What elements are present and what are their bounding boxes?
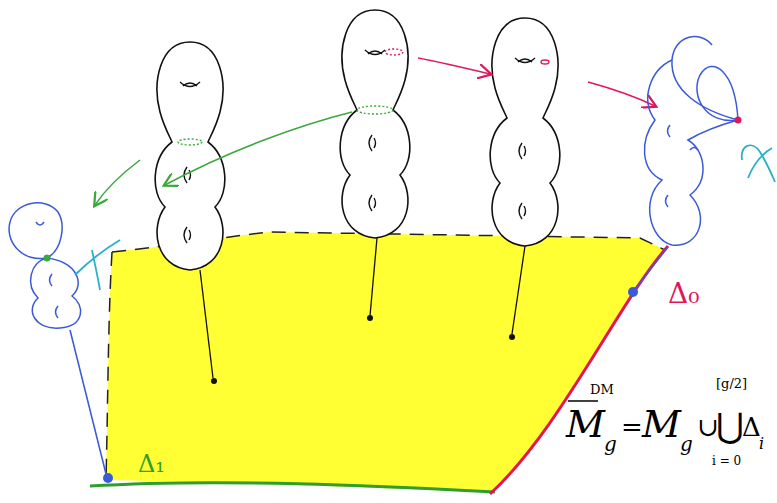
formula-subscript: i xyxy=(759,436,764,452)
formula-symbol: M xyxy=(566,405,605,443)
formula-subscript: g xyxy=(604,434,617,454)
formula-symbol: ∪ xyxy=(697,414,719,440)
boundary-label: Δ₁ xyxy=(138,452,165,476)
formula-symbol: = xyxy=(621,414,643,440)
boundary-label: Δ₀ xyxy=(668,280,699,308)
formula-subscript: g xyxy=(680,434,693,454)
formula-symbol: M xyxy=(642,405,681,443)
formula-superscript: [g/2] xyxy=(716,377,747,390)
formula-subscript: i = 0 xyxy=(712,455,741,467)
formula-symbol: Δ xyxy=(742,414,761,440)
formula-symbol: ⋃ xyxy=(716,408,744,442)
formula-superscript: DM xyxy=(590,383,614,396)
